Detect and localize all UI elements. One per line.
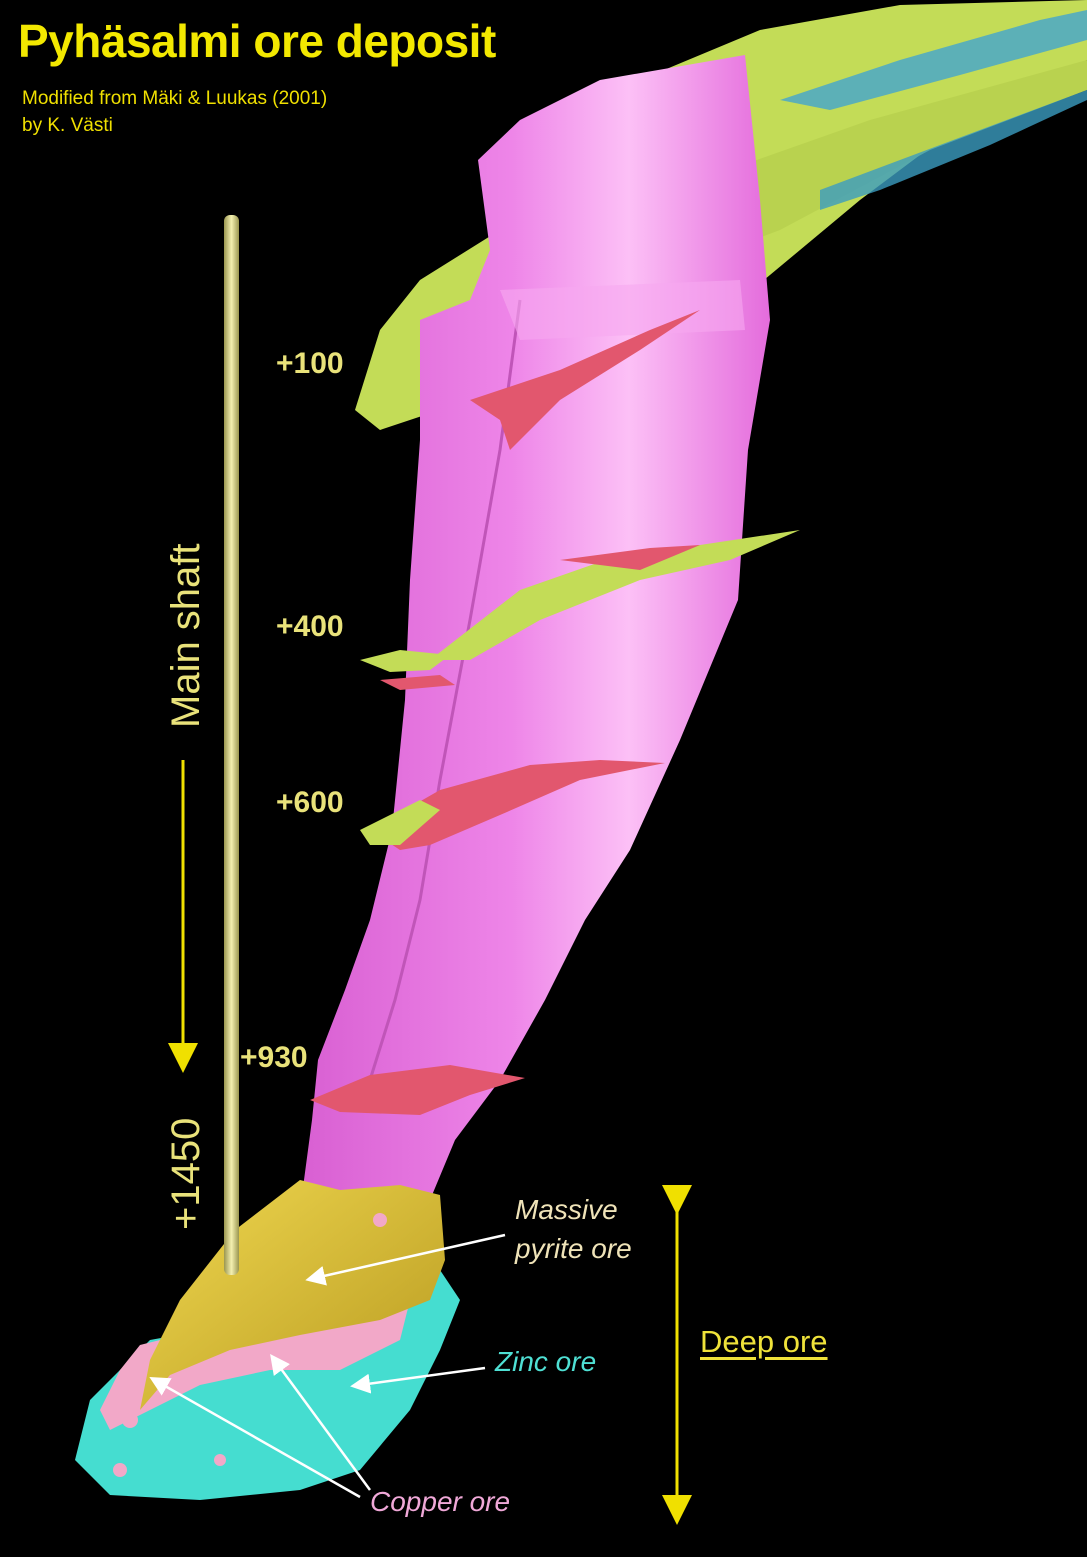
deep-ore-bodies xyxy=(75,1180,460,1500)
massive-pyrite-label-line2: pyrite ore xyxy=(515,1233,632,1265)
credit-line-2: by K. Västi xyxy=(22,115,113,137)
main-shaft xyxy=(224,215,239,1275)
zinc-ore-label: Zinc ore xyxy=(495,1346,596,1378)
massive-pyrite-label-line1: Massive xyxy=(515,1194,618,1226)
credit-line-1: Modified from Mäki & Luukas (2001) xyxy=(22,88,327,110)
deep-ore-label: Deep ore xyxy=(700,1324,828,1360)
copper-ore-label: Copper ore xyxy=(370,1486,510,1518)
level-label-100: +100 xyxy=(276,347,344,381)
shaft-depth-label: +1450 xyxy=(164,1118,209,1230)
level-label-600: +600 xyxy=(276,786,344,820)
level-label-930: +930 xyxy=(240,1041,308,1075)
main-shaft-label: Main shaft xyxy=(164,543,209,728)
diagram-title: Pyhäsalmi ore deposit xyxy=(18,14,496,68)
ore-body xyxy=(300,55,770,1210)
level-label-400: +400 xyxy=(276,610,344,644)
